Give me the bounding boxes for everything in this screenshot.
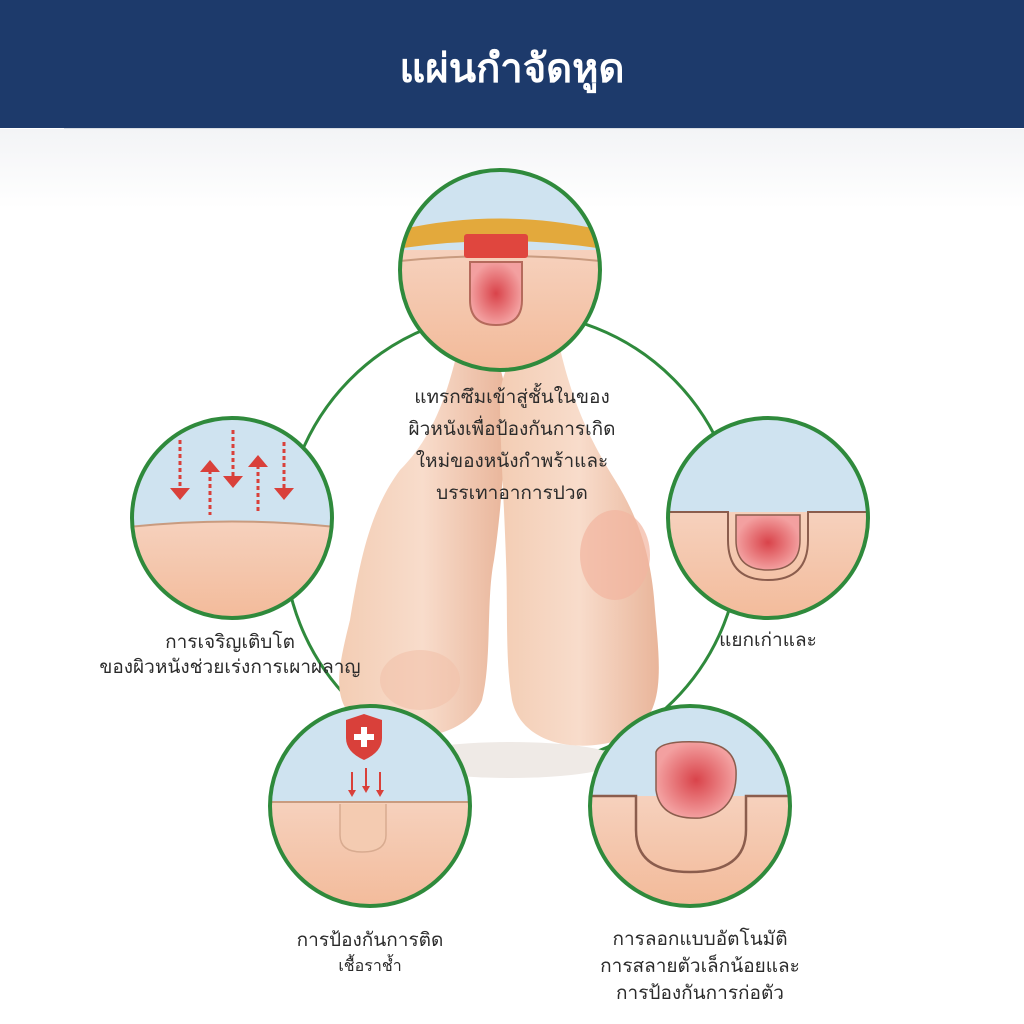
circle-bottom-right-peel bbox=[588, 704, 792, 908]
label-right-line-1: แยกเก่าและ bbox=[719, 629, 817, 651]
page-title: แผ่นกำจัดหูด bbox=[399, 46, 625, 92]
label-bottom-left: การป้องกันการติด เชื้อราช้ำ bbox=[220, 928, 520, 978]
label-bottom-right-line-2: การสลายตัวเล็กน้อยและ bbox=[600, 955, 800, 977]
circle-left-growth bbox=[130, 416, 334, 620]
circle-bottom-left-protection bbox=[268, 704, 472, 908]
label-bottom-right-line-1: การลอกแบบอัตโนมัติ bbox=[612, 928, 788, 950]
center-description: แทรกซึมเข้าสู่ชั้นในของ ผิวหนังเพื่อป้อง… bbox=[312, 381, 712, 509]
label-right: แยกเก่าและ bbox=[668, 628, 868, 653]
label-bottom-left-line-1: การป้องกันการติด bbox=[296, 929, 444, 951]
label-bottom-right-line-3: การป้องกันการก่อตัว bbox=[616, 982, 784, 1004]
arrow-down-icon bbox=[351, 768, 381, 792]
circle-right-separation bbox=[666, 416, 870, 620]
label-left-line-2: ของผิวหนังช่วยเร่งการเผาผลาญ bbox=[99, 656, 361, 678]
label-bottom-left-line-2: เชื้อราช้ำ bbox=[338, 956, 402, 975]
center-line-2: ผิวหนังเพื่อป้องกันการเกิด bbox=[408, 418, 616, 440]
center-line-4: บรรเทาอาการปวด bbox=[436, 482, 588, 504]
center-line-3: ใหม่ของหนังกำพร้าและ bbox=[415, 450, 609, 472]
label-bottom-right: การลอกแบบอัตโนมัติ การสลายตัวเล็กน้อยและ… bbox=[550, 926, 850, 1007]
center-line-1: แทรกซึมเข้าสู่ชั้นในของ bbox=[414, 386, 610, 408]
header-banner: แผ่นกำจัดหูด bbox=[0, 0, 1024, 128]
header-divider bbox=[64, 128, 960, 129]
label-left-line-1: การเจริญเติบโต bbox=[165, 631, 295, 653]
feet-illustration bbox=[339, 330, 659, 746]
shield-plus-icon bbox=[346, 714, 382, 760]
label-left: การเจริญเติบโต ของผิวหนังช่วยเร่งการเผาผ… bbox=[60, 630, 400, 680]
